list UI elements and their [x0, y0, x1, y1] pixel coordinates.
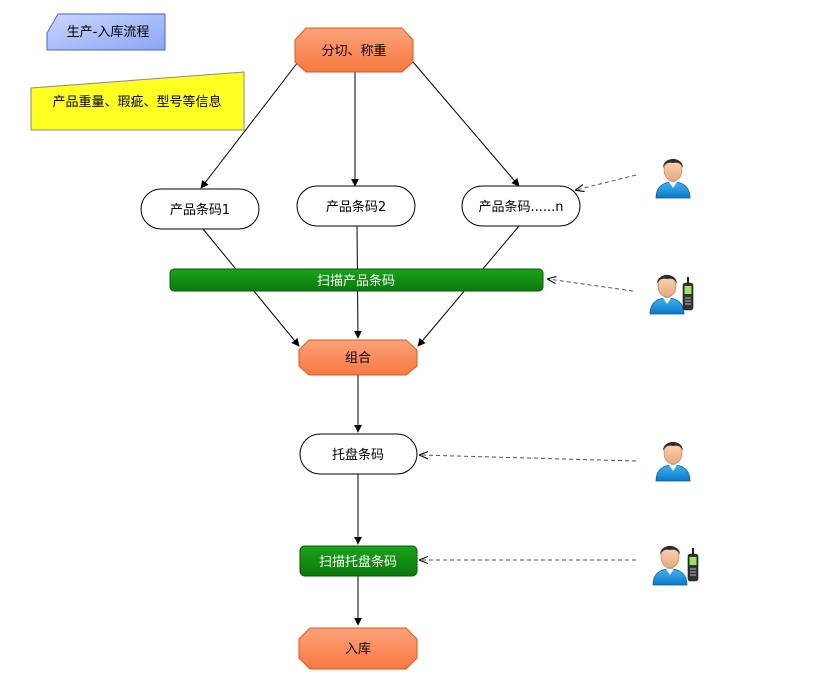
node-combine: 组合	[298, 339, 418, 376]
node-combine-label: 组合	[345, 351, 371, 366]
info-note-text: 产品重量、瑕疵、型号等信息	[52, 94, 221, 110]
node-scan-product-label: 扫描产品条码	[317, 273, 395, 289]
person-with-phone-icon	[649, 274, 694, 315]
node-scan-product: 扫描产品条码	[169, 268, 544, 292]
node-barcode-1: 产品条码1	[140, 188, 260, 230]
dashed-connectors	[420, 174, 637, 560]
person-icon	[655, 441, 691, 482]
node-cut-weigh: 分切、称重	[294, 27, 414, 73]
node-pallet-barcode-label: 托盘条码	[332, 447, 384, 463]
dashed-person2-to-scan-product	[548, 279, 634, 292]
diagram-title: 生产-入库流程	[67, 24, 150, 40]
person-icon	[655, 158, 691, 199]
node-scan-pallet-label: 扫描托盘条码	[319, 554, 397, 570]
node-cut-weigh-label: 分切、称重	[321, 43, 386, 59]
edge-cut-to-barcode1	[200, 61, 299, 189]
info-note: 产品重量、瑕疵、型号等信息	[30, 71, 245, 131]
title-tag: 生产-入库流程	[46, 13, 166, 51]
node-barcode-n: 产品条码......n	[461, 185, 581, 227]
edge-cut-to-barcoden	[412, 61, 520, 187]
node-barcode-1-label: 产品条码1	[170, 202, 230, 218]
node-scan-pallet: 扫描托盘条码	[299, 545, 418, 577]
node-pallet-barcode: 托盘条码	[299, 433, 418, 475]
node-barcode-2: 产品条码2	[296, 185, 416, 227]
node-warehouse-in: 入库	[298, 627, 418, 670]
dashed-person3-to-pallet	[420, 455, 637, 462]
node-barcode-n-label: 产品条码......n	[478, 199, 563, 215]
node-warehouse-in-label: 入库	[345, 641, 371, 657]
person-with-phone-icon	[652, 545, 699, 586]
dashed-person1-to-barcoden	[576, 174, 637, 190]
node-barcode-2-label: 产品条码2	[326, 199, 386, 215]
